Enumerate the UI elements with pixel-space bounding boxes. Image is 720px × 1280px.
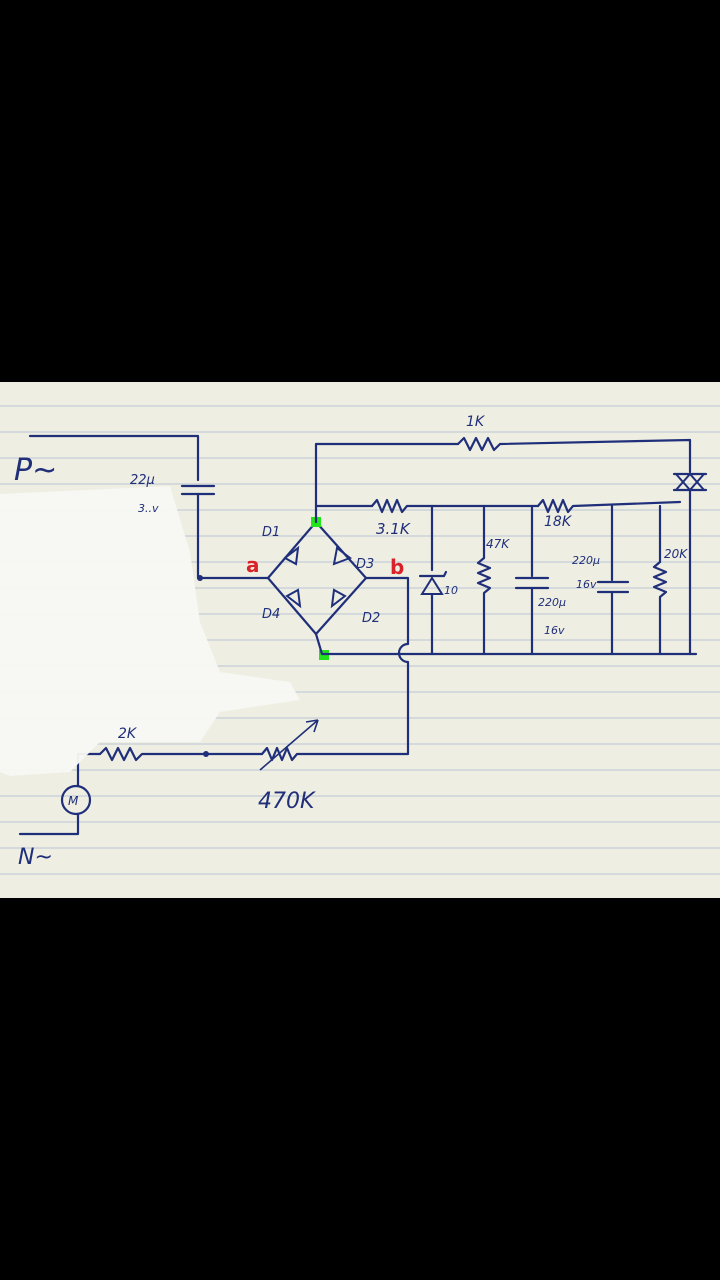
schematic-photo: P~ 22µ 3..v 1K 3.1K 18K 10 47K 220µ 16v … [0,382,720,898]
label-phase: P~ [14,453,57,488]
label-zener: 10 [444,584,458,597]
label-cap-220-right-v: 16v [576,578,597,591]
label-r-series: 3.1K [376,520,411,538]
label-pot: 470K [258,789,316,814]
label-cap-main-value: 22µ [130,473,155,488]
label-r-18k: 18K [544,514,573,530]
resistor-18k [536,498,682,514]
label-d3: D3 [356,557,374,572]
label-r-top: 1K [466,414,486,430]
zener-diode [418,570,448,595]
phase-wire [28,434,200,482]
resistor-1k [456,436,692,474]
capacitor-220-left [514,576,550,590]
top-rail [314,442,460,524]
label-motor: M [68,794,79,808]
potentiometer-470k [260,746,314,762]
label-r-20k: 20K [664,547,688,561]
motor-symbol [60,784,92,816]
circuit-schematic: P~ 22µ 3..v 1K 3.1K 18K 10 47K 220µ 16v … [0,405,720,875]
label-neutral: N~ [18,845,53,870]
label-r-47k: 47K [486,537,510,551]
label-cap-main-voltage: 3..v [138,502,159,515]
resistor-2k [98,746,264,762]
label-d2: D2 [362,611,380,626]
label-d1: D1 [262,525,280,540]
triac [672,472,708,656]
resistor-20k [652,560,668,656]
label-node-a: a [246,553,260,577]
correction-fluid-patch [0,486,300,776]
bridge-rectifier [266,520,368,636]
label-r-2k: 2K [118,726,138,742]
resistor-3k1 [370,498,540,514]
label-cap-220-left: 220µ [538,596,566,609]
capacitor-220-right [596,580,630,594]
label-cap-220-left-v: 16v [544,624,565,637]
label-node-b: b [390,555,404,579]
resistor-47k [476,556,492,656]
label-cap-220-right: 220µ [572,554,600,567]
main-capacitor [180,484,216,496]
label-d4: D4 [262,607,280,622]
